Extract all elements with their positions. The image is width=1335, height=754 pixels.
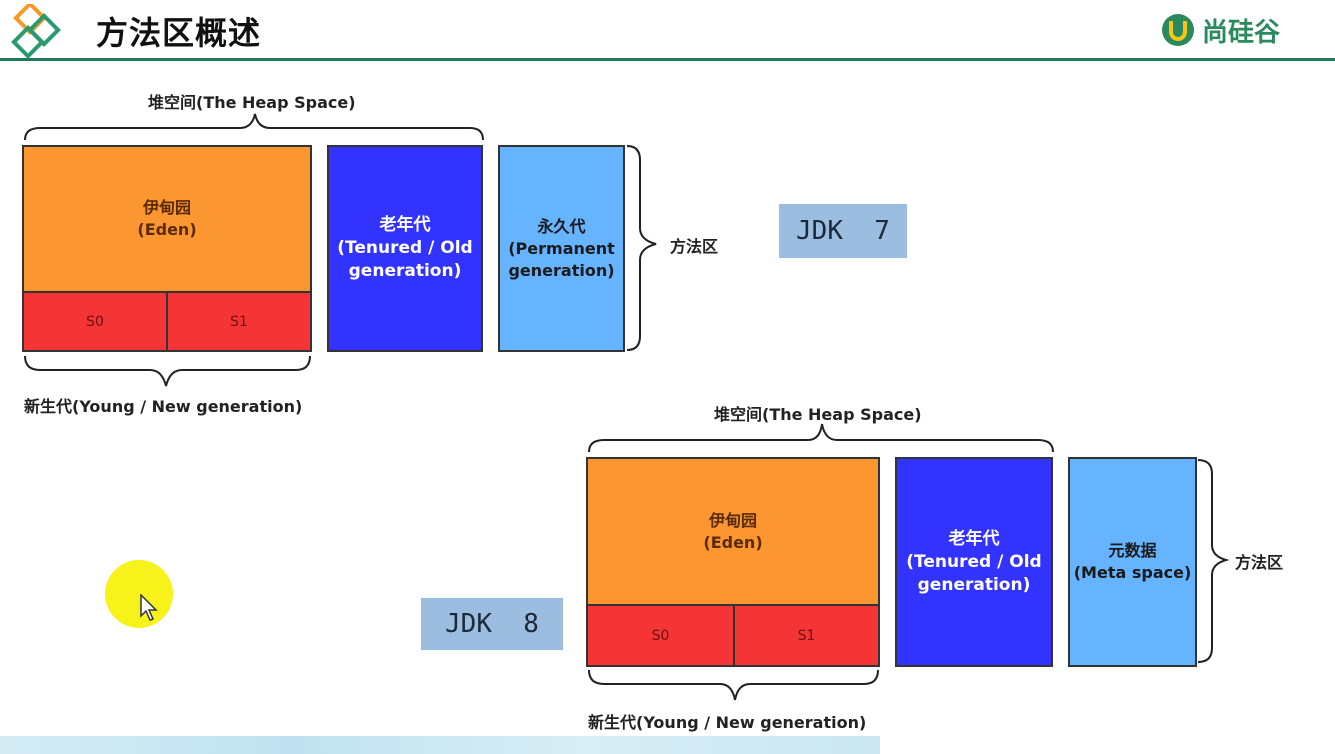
- jdk8-old-line2: (Tenured / Old: [906, 551, 1042, 572]
- jdk8-old-gen-block: 老年代 (Tenured / Old generation): [895, 457, 1053, 667]
- jdk8-method-area-label: 方法区: [1235, 553, 1284, 572]
- jdk8-s0-label: S0: [651, 627, 670, 644]
- jdk7-tag-text: JDK 7: [796, 216, 890, 246]
- jdk7-perm-line2: (Permanent: [508, 238, 615, 258]
- jdk7-permanent-gen-block: 永久代 (Permanent generation): [498, 145, 625, 352]
- jdk8-young-label: 新生代(Young / New generation): [588, 713, 867, 732]
- jdk8-s1-block: S1: [733, 604, 880, 667]
- jdk7-old-line3: generation): [348, 261, 462, 281]
- jdk8-eden-block: 伊甸园 (Eden): [586, 457, 880, 606]
- brand-logo: 尚硅谷: [1160, 10, 1280, 50]
- jdk7-method-area-label: 方法区: [670, 237, 719, 256]
- jdk8-eden-subtitle: (Eden): [703, 532, 763, 552]
- slide-header: 方法区概述 尚硅谷: [0, 0, 1335, 62]
- jdk8-old-title: 老年代: [948, 528, 1000, 549]
- jdk7-perm-title: 永久代: [537, 216, 586, 236]
- jdk7-eden-block: 伊甸园 (Eden): [22, 145, 312, 293]
- jdk8-eden-title: 伊甸园: [708, 510, 757, 530]
- bottom-wave-decoration: [0, 736, 880, 754]
- jdk7-s1-block: S1: [166, 291, 312, 352]
- cursor-highlight: [105, 560, 173, 628]
- jdk7-eden-subtitle: (Eden): [137, 220, 197, 239]
- diamond-logo-icon: [11, 4, 61, 58]
- jdk7-s1-label: S1: [230, 313, 248, 330]
- jdk7-young-label: 新生代(Young / New generation): [24, 397, 303, 416]
- jdk7-tag: JDK 7: [779, 204, 907, 258]
- jdk7-s0-label: S0: [86, 313, 104, 330]
- jdk8-s0-block: S0: [586, 604, 735, 667]
- jdk7-old-gen-block: 老年代 (Tenured / Old generation): [327, 145, 483, 352]
- jdk7-s0-block: S0: [22, 291, 168, 352]
- jdk7-old-line2: (Tenured / Old: [337, 238, 473, 258]
- jdk8-metaspace-block: 元数据 (Meta space): [1068, 457, 1197, 667]
- mouse-pointer-icon: [140, 594, 158, 621]
- jdk7-old-title: 老年代: [379, 215, 431, 235]
- header-divider: [0, 58, 1335, 61]
- jdk8-meta-line2: (Meta space): [1073, 563, 1192, 582]
- jdk7-heap-label: 堆空间(The Heap Space): [148, 93, 356, 112]
- jdk7-eden-title: 伊甸园: [142, 198, 191, 217]
- jdk7-perm-line3: generation): [508, 260, 615, 280]
- brand-logo-text: 尚硅谷: [1202, 17, 1281, 48]
- page-title: 方法区概述: [96, 14, 262, 52]
- jdk8-meta-title: 元数据: [1108, 541, 1157, 560]
- jdk8-tag: JDK 8: [421, 598, 563, 650]
- jdk8-tag-text: JDK 8: [445, 609, 539, 639]
- jdk8-s1-label: S1: [797, 627, 816, 644]
- jdk8-old-line3: generation): [917, 574, 1031, 595]
- jdk8-heap-label: 堆空间(The Heap Space): [714, 405, 922, 424]
- brand-u-icon: [1162, 14, 1194, 46]
